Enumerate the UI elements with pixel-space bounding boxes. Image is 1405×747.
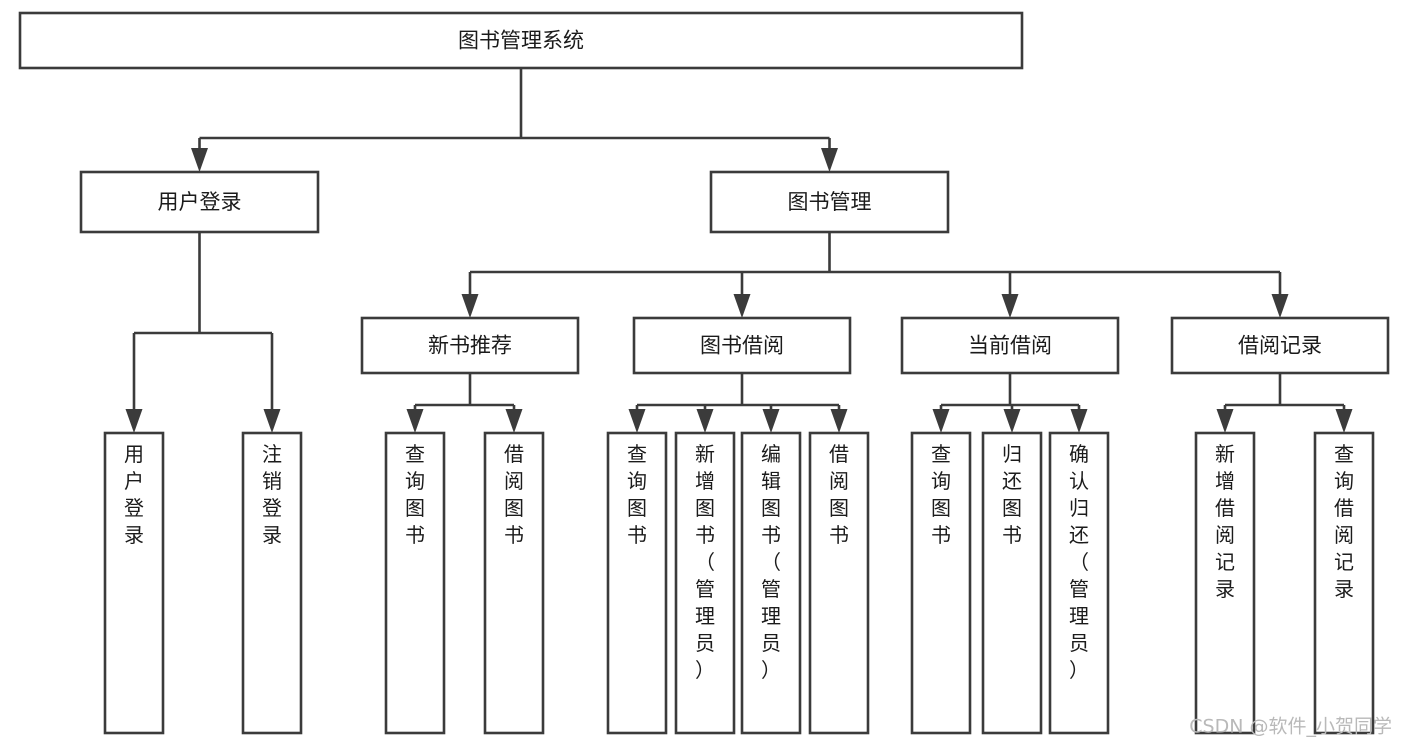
connector-arrowhead	[628, 409, 646, 433]
node-leaf-query-borrow-record[interactable]: 查询借阅记录	[1313, 431, 1375, 735]
node-new-book-recommend[interactable]: 新书推荐	[360, 316, 580, 375]
node-label-user-login: 用户登录	[158, 190, 242, 214]
node-leaf-query-book-3[interactable]: 查询图书	[910, 431, 972, 735]
node-leaf-add-borrow-record[interactable]: 新增借阅记录	[1194, 431, 1256, 735]
connector-arrowhead	[1216, 409, 1234, 433]
connector-arrowhead	[1001, 294, 1019, 318]
node-book-borrow[interactable]: 图书借阅	[632, 316, 852, 375]
node-label-leaf-return-book: 归还图书	[1002, 442, 1022, 547]
node-leaf-borrow-book-1[interactable]: 借阅图书	[483, 431, 545, 735]
node-box-leaf-query-book-1[interactable]	[384, 431, 446, 735]
node-box-leaf-add-borrow-record[interactable]	[1194, 431, 1256, 735]
node-root[interactable]: 图书管理系统	[18, 11, 1024, 70]
node-layer: 图书管理系统用户登录图书管理新书推荐图书借阅当前借阅借阅记录用户登录注销登录查询…	[18, 11, 1390, 735]
node-leaf-user-login[interactable]: 用户登录	[103, 431, 165, 735]
connector-arrowhead	[762, 409, 780, 433]
node-box-leaf-user-logout[interactable]	[241, 431, 303, 735]
node-label-leaf-borrow-book-1: 借阅图书	[504, 442, 524, 547]
node-box-leaf-query-borrow-record[interactable]	[1313, 431, 1375, 735]
connector-arrowhead	[696, 409, 714, 433]
node-label-leaf-query-book-2: 查询图书	[627, 442, 647, 547]
node-box-leaf-edit-book[interactable]	[740, 431, 802, 735]
connector-group	[932, 373, 1088, 433]
node-box-leaf-borrow-book-2[interactable]	[808, 431, 870, 735]
node-label-root: 图书管理系统	[458, 29, 584, 53]
connector-arrowhead	[1335, 409, 1353, 433]
node-label-leaf-query-book-3: 查询图书	[931, 442, 951, 547]
connector-arrowhead	[830, 409, 848, 433]
connector-group	[406, 373, 523, 433]
connector-group	[1216, 373, 1353, 433]
node-current-borrow[interactable]: 当前借阅	[900, 316, 1120, 375]
node-label-leaf-user-logout: 注销登录	[262, 442, 282, 547]
connector-arrowhead	[263, 409, 281, 433]
node-label-leaf-borrow-book-2: 借阅图书	[829, 442, 849, 547]
connector-arrowhead	[1070, 409, 1088, 433]
node-label-leaf-confirm-return: 确认归还（管理员）	[1069, 442, 1089, 682]
connector-group	[191, 68, 838, 172]
connector-arrowhead	[191, 148, 208, 172]
node-label-leaf-add-book: 新增图书（管理员）	[695, 442, 715, 682]
node-label-leaf-add-borrow-record: 新增借阅记录	[1215, 442, 1235, 601]
node-leaf-confirm-return[interactable]: 确认归还（管理员）	[1048, 431, 1110, 735]
csdn-watermark: CSDN @软件_小贺同学	[1189, 716, 1392, 738]
connector-arrowhead	[821, 148, 838, 172]
connector-group	[125, 232, 281, 433]
node-label-leaf-user-login: 用户登录	[124, 442, 144, 547]
connector-arrowhead	[461, 294, 479, 318]
node-label-new-book-recommend: 新书推荐	[428, 334, 512, 358]
node-box-book-borrow[interactable]	[632, 316, 852, 375]
connector-arrowhead	[1003, 409, 1021, 433]
node-box-user-login[interactable]	[79, 170, 320, 234]
node-leaf-return-book[interactable]: 归还图书	[981, 431, 1043, 735]
connector-layer	[125, 68, 1353, 433]
node-box-leaf-query-book-2[interactable]	[606, 431, 668, 735]
node-box-leaf-user-login[interactable]	[103, 431, 165, 735]
node-label-borrow-record: 借阅记录	[1238, 334, 1322, 358]
node-label-leaf-query-book-1: 查询图书	[405, 442, 425, 547]
node-leaf-user-logout[interactable]: 注销登录	[241, 431, 303, 735]
connector-arrowhead	[733, 294, 751, 318]
connector-arrowhead	[505, 409, 523, 433]
node-leaf-query-book-2[interactable]: 查询图书	[606, 431, 668, 735]
node-user-login[interactable]: 用户登录	[79, 170, 320, 234]
node-label-leaf-query-borrow-record: 查询借阅记录	[1334, 442, 1354, 601]
node-box-leaf-add-book[interactable]	[674, 431, 736, 735]
connector-group	[461, 232, 1289, 318]
node-box-root[interactable]	[18, 11, 1024, 70]
node-box-leaf-borrow-book-1[interactable]	[483, 431, 545, 735]
connector-arrowhead	[406, 409, 424, 433]
node-leaf-borrow-book-2[interactable]: 借阅图书	[808, 431, 870, 735]
node-label-leaf-edit-book: 编辑图书（管理员）	[761, 442, 781, 682]
node-label-book-manage: 图书管理	[788, 190, 872, 214]
node-book-manage[interactable]: 图书管理	[709, 170, 950, 234]
node-leaf-edit-book[interactable]: 编辑图书（管理员）	[740, 431, 802, 735]
node-leaf-add-book[interactable]: 新增图书（管理员）	[674, 431, 736, 735]
node-label-current-borrow: 当前借阅	[968, 334, 1052, 358]
node-box-current-borrow[interactable]	[900, 316, 1120, 375]
connector-arrowhead	[1271, 294, 1289, 318]
connector-arrowhead	[932, 409, 950, 433]
node-box-leaf-query-book-3[interactable]	[910, 431, 972, 735]
node-label-book-borrow: 图书借阅	[700, 334, 784, 358]
node-box-new-book-recommend[interactable]	[360, 316, 580, 375]
connector-group	[628, 373, 848, 433]
node-box-leaf-confirm-return[interactable]	[1048, 431, 1110, 735]
node-leaf-query-book-1[interactable]: 查询图书	[384, 431, 446, 735]
connector-arrowhead	[125, 409, 143, 433]
node-borrow-record[interactable]: 借阅记录	[1170, 316, 1390, 375]
node-box-leaf-return-book[interactable]	[981, 431, 1043, 735]
node-box-book-manage[interactable]	[709, 170, 950, 234]
node-box-borrow-record[interactable]	[1170, 316, 1390, 375]
